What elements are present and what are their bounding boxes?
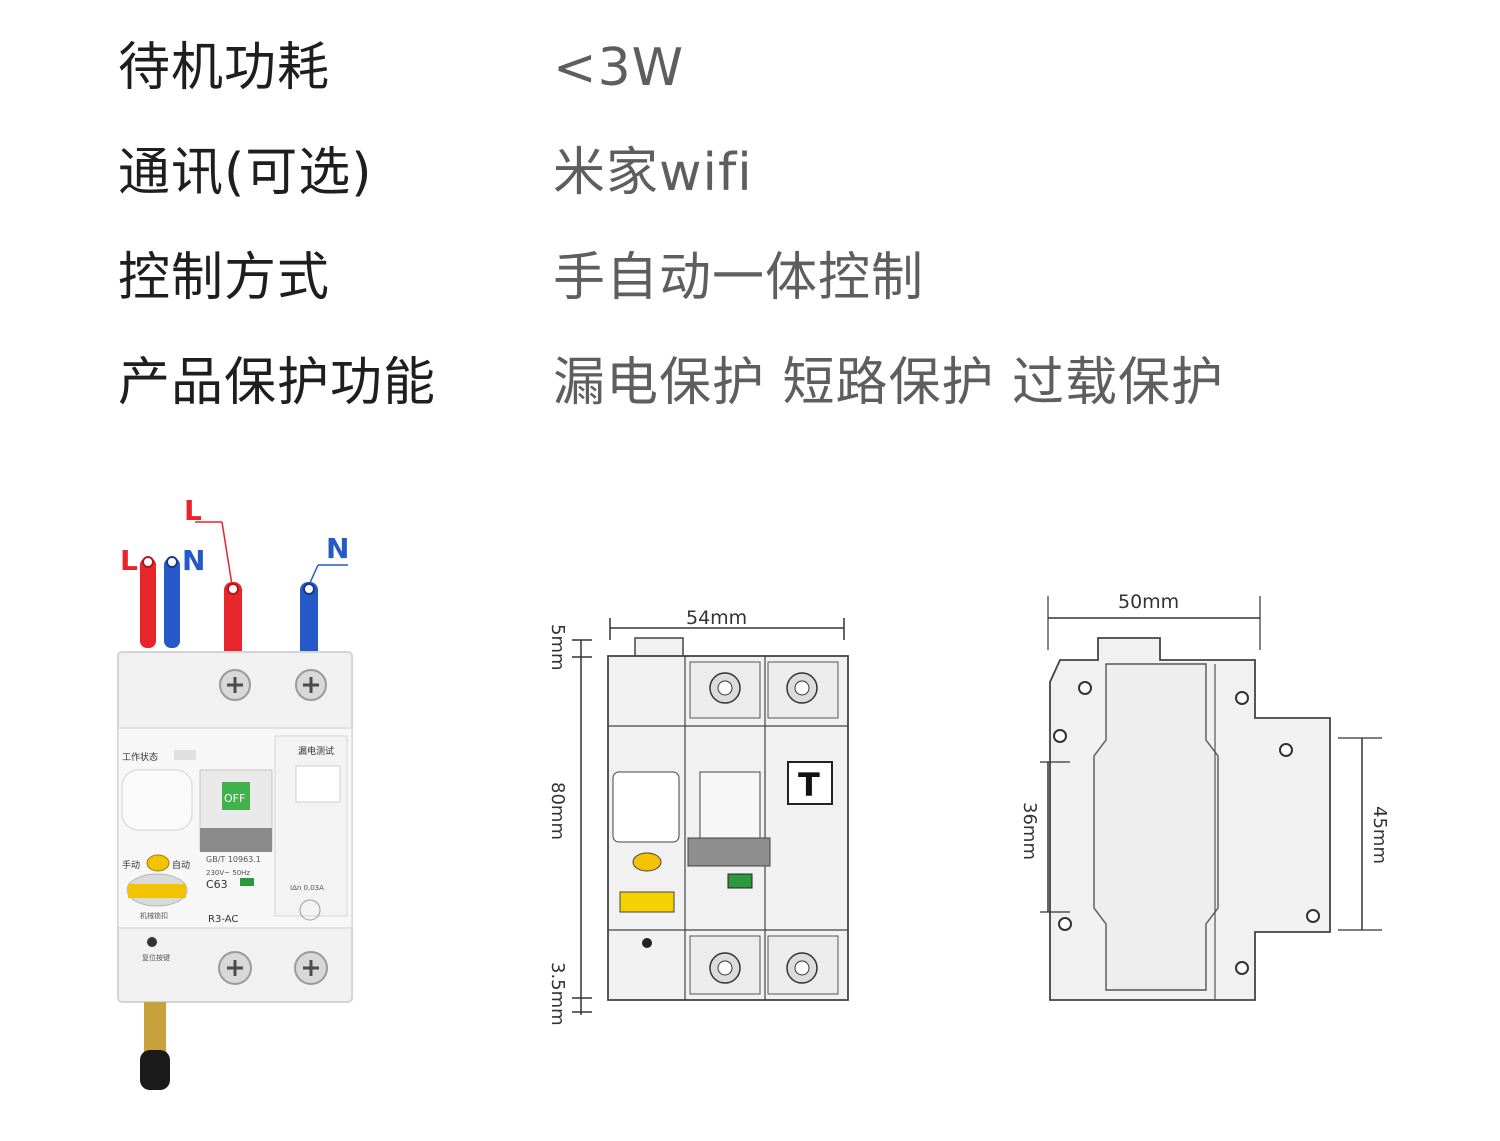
test-label: 漏电测试 [298, 745, 334, 757]
front-lock-knob [619, 891, 675, 913]
front-screw-4-inner [794, 960, 810, 976]
wire-left-n [164, 558, 180, 648]
wire-left-l-tip [142, 556, 154, 568]
spec-label: 通讯(可选) [118, 143, 373, 203]
status-label: 工作状态 [122, 751, 158, 763]
side-hole-5 [1058, 917, 1072, 931]
auto-label: 自动 [172, 859, 190, 871]
manual-label: 手动 [122, 859, 140, 871]
width-label: 54mm [686, 607, 747, 629]
leader-line-n-diag [308, 564, 319, 586]
spec-label: 待机功耗 [118, 38, 331, 98]
test-button-label: T [798, 766, 820, 804]
side-dimension-diagram: 50mm 36mm 45mm [1019, 591, 1390, 1001]
reset-label: 复位按键 [142, 953, 170, 962]
lock-knob [128, 884, 186, 898]
wire-left-n-label: N [182, 544, 205, 577]
front-screw-1-inner [717, 680, 733, 696]
front-led [727, 873, 753, 889]
wire-left-l-label: L [120, 544, 138, 577]
spec-row-communication: 通讯(可选) 米家wifi [0, 133, 1500, 213]
spec-label: 产品保护功能 [118, 353, 437, 413]
off-text: OFF [224, 792, 245, 805]
model-c-text: C63 [206, 878, 228, 891]
front-reset-button [642, 938, 652, 948]
side-hole-2 [1235, 691, 1249, 705]
wire-left-l [140, 558, 156, 648]
rating-text: 230V~ 50Hz [206, 869, 250, 877]
handle-bar [200, 828, 272, 852]
wire-left-n-tip [166, 556, 178, 568]
top-margin-label: 5mm [547, 624, 568, 671]
bottom-margin-label: 3.5mm [547, 962, 568, 1026]
product-photo: L N L N 工作状态 漏电测试 OFF 手动 自动 GB/T 10963.1… [117, 494, 353, 1090]
test-button-photo [295, 765, 341, 803]
front-window [612, 771, 680, 843]
wire-top-n-tip [303, 583, 315, 595]
front-mode-switch [632, 852, 662, 872]
side-hole-1 [1078, 681, 1092, 695]
side-inner-panel [1093, 663, 1219, 991]
spec-value: 漏电保护 短路保护 过载保护 [553, 353, 1225, 413]
side-hole-4 [1053, 729, 1067, 743]
leader-line-l-diag [221, 521, 233, 586]
spec-label: 控制方式 [118, 248, 331, 308]
front-screw-3-inner [717, 960, 733, 976]
lock-label: 机械锁扣 [140, 911, 168, 920]
screw-bottom-left-slot [227, 960, 243, 976]
handle-cover [121, 769, 193, 831]
inner-label: 36mm [1019, 802, 1040, 860]
ccc-mark [299, 899, 321, 921]
height-label: 80mm [547, 782, 568, 840]
wire-top-l-tip [227, 583, 239, 595]
leak-current-text: IΔn 0.03A [290, 884, 324, 892]
side-hole-3 [1279, 743, 1293, 757]
model-r-text: R3-AC [208, 914, 238, 925]
status-led [240, 878, 254, 886]
spec-value: 手自动一体控制 [553, 248, 925, 308]
screw-bottom-right-slot [303, 960, 319, 976]
side-hole-6 [1306, 909, 1320, 923]
wire-top-l-label: L [184, 494, 202, 527]
side-hole-7 [1235, 961, 1249, 975]
wire-top-n-label: N [326, 532, 349, 565]
test-button [787, 761, 833, 805]
reset-button-photo [147, 937, 157, 947]
front-handle-bar [687, 837, 771, 867]
wire-top-l [224, 582, 242, 672]
antenna [140, 1050, 170, 1090]
spec-value: <3W [553, 38, 685, 98]
wire-top-n [300, 582, 318, 672]
off-indicator [222, 782, 250, 810]
spec-row-control-mode: 控制方式 手自动一体控制 [0, 238, 1500, 318]
standard-text: GB/T 10963.1 [206, 855, 261, 864]
side-width-label: 50mm [1118, 591, 1179, 613]
right-label: 45mm [1369, 806, 1390, 864]
status-indicator [174, 750, 196, 760]
screw-top-right-slot [303, 677, 319, 693]
antenna-connector [144, 1002, 166, 1052]
front-screw-2-inner [794, 680, 810, 696]
spec-row-protection: 产品保护功能 漏电保护 短路保护 过载保护 [0, 343, 1500, 423]
screw-top-left-slot [227, 677, 243, 693]
mode-switch [146, 854, 170, 872]
spec-value: 米家wifi [553, 143, 753, 203]
spec-row-standby-power: 待机功耗 <3W [0, 28, 1500, 108]
front-dimension-diagram: 54mm 5mm 80mm 3.5mm T [547, 607, 849, 1026]
front-handle [699, 771, 761, 843]
